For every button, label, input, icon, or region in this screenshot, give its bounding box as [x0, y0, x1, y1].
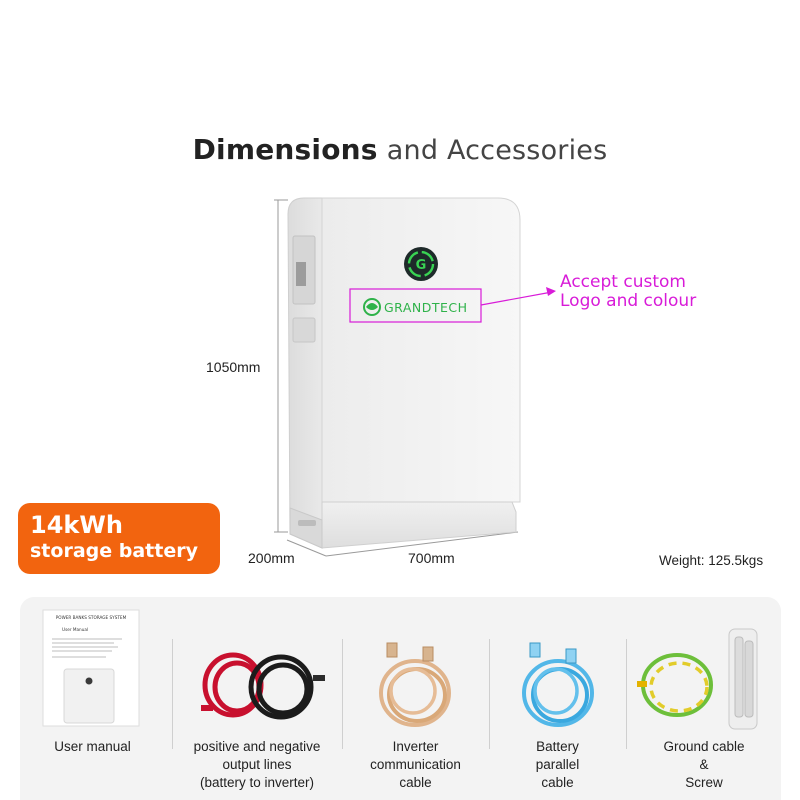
custom-logo-callout: Accept custom Logo and colour	[560, 273, 696, 311]
weight-label: Weight: 125.5kgs	[659, 553, 764, 568]
separator	[342, 639, 343, 749]
width-dimension: 700mm	[408, 550, 455, 566]
depth-dimension: 200mm	[248, 550, 295, 566]
separator	[172, 639, 173, 749]
separator	[489, 639, 490, 749]
red-black-cables-icon	[201, 652, 325, 720]
accessory-ground-cable: Ground cable & Screw	[627, 597, 781, 800]
battery-parallel-cable-icon	[522, 642, 594, 727]
callout-line-1: Accept custom	[560, 272, 686, 292]
inverter-communication-cable-icon	[379, 642, 451, 727]
logo-text: GRANDTECH	[384, 300, 468, 315]
manual-cover-title: POWER BANKS STORAGE SYSTEM	[56, 615, 127, 620]
badge-capacity: 14kWh	[30, 511, 123, 539]
ground-cable-and-screw-icon	[637, 628, 758, 730]
callout-line-2: Logo and colour	[560, 291, 697, 311]
accessory-label: positive and negative output lines (batt…	[193, 739, 321, 790]
title-bold: Dimensions	[192, 133, 378, 166]
grandtech-logo: GRANDTECH	[363, 298, 468, 316]
indicator-glyph: G	[416, 258, 427, 273]
accessory-label: Battery parallel cable	[535, 739, 580, 790]
accessory-user-manual: POWER BANKS STORAGE SYSTEM User Manual U…	[20, 597, 165, 800]
manual-cover-subtitle: User Manual	[62, 627, 88, 632]
height-dimension: 1050mm	[206, 359, 261, 375]
accessory-label: Ground cable & Screw	[663, 739, 745, 790]
badge-description: storage battery	[30, 540, 198, 562]
capacity-badge: 14kWh storage battery	[18, 503, 220, 574]
accessory-parallel-cable: Battery parallel cable	[490, 597, 625, 800]
user-manual-icon: POWER BANKS STORAGE SYSTEM User Manual	[42, 609, 140, 727]
page-title: Dimensions and Accessories	[0, 133, 800, 166]
accessory-output-lines: positive and negative output lines (batt…	[173, 597, 341, 800]
accessory-inverter-cable: Inverter communication cable	[343, 597, 488, 800]
separator	[626, 639, 627, 749]
title-light: and Accessories	[386, 135, 608, 166]
accessory-label: User manual	[54, 739, 131, 754]
accessories-panel: POWER BANKS STORAGE SYSTEM User Manual U…	[20, 597, 781, 800]
dimension-lines	[274, 199, 519, 557]
accessory-label: Inverter communication cable	[370, 739, 461, 790]
logo-highlight-box	[349, 288, 482, 323]
